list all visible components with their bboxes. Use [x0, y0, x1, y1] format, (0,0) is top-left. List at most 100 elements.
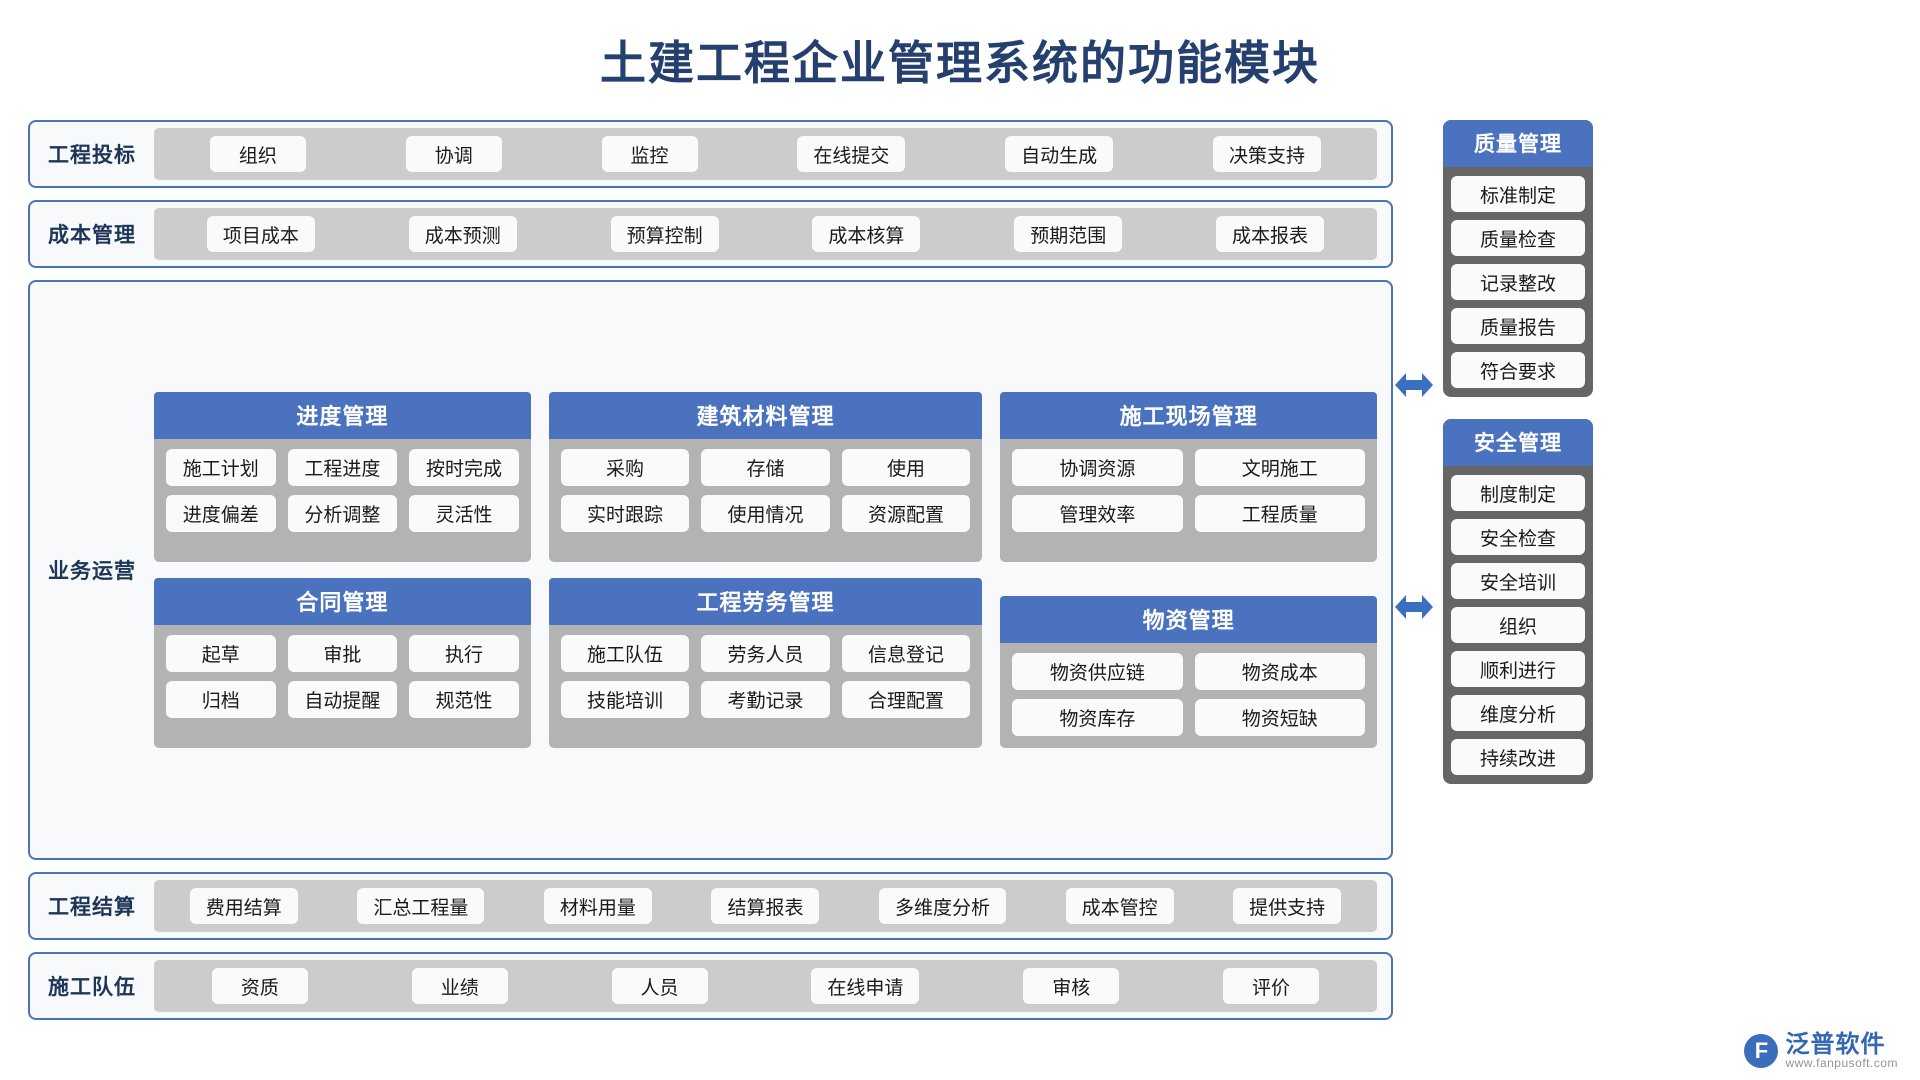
module-contract-row-0: 起草 审批 执行 [166, 635, 519, 672]
pill-team-1[interactable]: 业绩 [411, 968, 508, 1004]
mpill-schedule-0-1[interactable]: 工程进度 [287, 449, 398, 486]
mpill-supplies-1-1[interactable]: 物资短缺 [1194, 699, 1365, 736]
pill-settlement-2[interactable]: 材料用量 [543, 888, 652, 924]
mpill-materials-1-0[interactable]: 实时跟踪 [560, 495, 690, 532]
pill-team-0[interactable]: 资质 [211, 968, 308, 1004]
mpill-contract-1-0[interactable]: 归档 [166, 681, 276, 718]
module-materials-row-0: 采购 存储 使用 [560, 449, 971, 486]
module-labor-row-0: 施工队伍 劳务人员 信息登记 [560, 635, 971, 672]
mpill-schedule-1-2[interactable]: 灵活性 [409, 495, 519, 532]
sidebar-item-quality-2[interactable]: 记录整改 [1451, 264, 1585, 300]
sidebar-panel-safety: 安全管理 制度制定 安全检查 安全培训 组织 顺利进行 维度分析 持续改进 [1443, 419, 1593, 784]
connector-column [1393, 120, 1435, 1020]
mpill-contract-1-2[interactable]: 规范性 [409, 681, 519, 718]
mpill-materials-0-1[interactable]: 存储 [701, 449, 830, 486]
mpill-site-1-0[interactable]: 管理效率 [1012, 495, 1183, 532]
pill-cost-2[interactable]: 预算控制 [610, 216, 719, 252]
sidebar-item-safety-3[interactable]: 组织 [1451, 607, 1585, 643]
module-site-row-1: 管理效率 工程质量 [1012, 495, 1365, 532]
mpill-contract-0-1[interactable]: 审批 [287, 635, 398, 672]
pill-cost-4[interactable]: 预期范围 [1014, 216, 1123, 252]
sidebar-item-quality-4[interactable]: 符合要求 [1451, 352, 1585, 388]
section-business-operations: 业务运营 进度管理 施工计划 工程进度 按时完成 进度偏差 [28, 280, 1393, 860]
mpill-labor-1-2[interactable]: 合理配置 [841, 681, 971, 718]
mpill-site-0-0[interactable]: 协调资源 [1012, 449, 1183, 486]
pill-team-2[interactable]: 人员 [611, 968, 708, 1004]
row-bidding: 工程投标 组织 协调 监控 在线提交 自动生成 决策支持 [28, 120, 1393, 188]
module-materials-title: 建筑材料管理 [548, 392, 983, 439]
watermark-logo: F 泛普软件 www.fanpusoft.com [1744, 1032, 1898, 1070]
pill-bidding-3[interactable]: 在线提交 [797, 136, 906, 172]
pill-bidding-0[interactable]: 组织 [209, 136, 306, 172]
module-schedule-body: 施工计划 工程进度 按时完成 进度偏差 分析调整 灵活性 [154, 439, 531, 562]
row-settlement: 工程结算 费用结算 汇总工程量 材料用量 结算报表 多维度分析 成本管控 提供支… [28, 872, 1393, 940]
sidebar-item-safety-4[interactable]: 顺利进行 [1451, 651, 1585, 687]
mpill-labor-1-0[interactable]: 技能培训 [560, 681, 690, 718]
pill-settlement-0[interactable]: 费用结算 [189, 888, 298, 924]
mpill-site-0-1[interactable]: 文明施工 [1194, 449, 1365, 486]
module-site-title: 施工现场管理 [1000, 392, 1377, 439]
sidebar-item-safety-5[interactable]: 维度分析 [1451, 695, 1585, 731]
pill-settlement-4[interactable]: 多维度分析 [879, 888, 1007, 924]
mpill-schedule-1-0[interactable]: 进度偏差 [166, 495, 276, 532]
mpill-schedule-1-1[interactable]: 分析调整 [287, 495, 398, 532]
mpill-contract-1-1[interactable]: 自动提醒 [287, 681, 398, 718]
sidebar-item-quality-0[interactable]: 标准制定 [1451, 176, 1585, 212]
sidebar-item-safety-6[interactable]: 持续改进 [1451, 739, 1585, 775]
pill-cost-0[interactable]: 项目成本 [206, 216, 315, 252]
pill-bidding-4[interactable]: 自动生成 [1005, 136, 1114, 172]
mpill-schedule-0-2[interactable]: 按时完成 [409, 449, 519, 486]
module-schedule-title: 进度管理 [154, 392, 531, 439]
row-cost: 成本管理 项目成本 成本预测 预算控制 成本核算 预期范围 成本报表 [28, 200, 1393, 268]
sidebar-panel-quality-body: 标准制定 质量检查 记录整改 质量报告 符合要求 [1443, 167, 1593, 388]
module-schedule: 进度管理 施工计划 工程进度 按时完成 进度偏差 分析调整 灵活性 [154, 392, 531, 562]
pill-cost-1[interactable]: 成本预测 [408, 216, 517, 252]
mpill-labor-0-0[interactable]: 施工队伍 [560, 635, 690, 672]
logo-name: 泛普软件 [1785, 1031, 1886, 1059]
safety-link-arrow-icon [1393, 590, 1435, 624]
pill-settlement-6[interactable]: 提供支持 [1233, 888, 1342, 924]
mpill-materials-0-0[interactable]: 采购 [560, 449, 690, 486]
pill-bidding-1[interactable]: 协调 [405, 136, 502, 172]
mpill-contract-0-2[interactable]: 执行 [409, 635, 519, 672]
pill-team-4[interactable]: 审核 [1023, 968, 1120, 1004]
pill-bidding-2[interactable]: 监控 [601, 136, 698, 172]
logo-mark-icon: F [1744, 1034, 1779, 1069]
pill-settlement-1[interactable]: 汇总工程量 [357, 888, 485, 924]
mpill-materials-1-2[interactable]: 资源配置 [841, 495, 971, 532]
sidebar-item-safety-2[interactable]: 安全培训 [1451, 563, 1585, 599]
row-team: 施工队伍 资质 业绩 人员 在线申请 审核 评价 [28, 952, 1393, 1020]
pill-cost-5[interactable]: 成本报表 [1216, 216, 1325, 252]
module-labor-body: 施工队伍 劳务人员 信息登记 技能培训 考勤记录 合理配置 [548, 625, 983, 748]
module-materials-body: 采购 存储 使用 实时跟踪 使用情况 资源配置 [548, 439, 983, 562]
pill-cost-3[interactable]: 成本核算 [812, 216, 921, 252]
pill-team-3[interactable]: 在线申请 [811, 968, 920, 1004]
mpill-labor-0-1[interactable]: 劳务人员 [701, 635, 830, 672]
sidebar-item-quality-1[interactable]: 质量检查 [1451, 220, 1585, 256]
mpill-contract-0-0[interactable]: 起草 [166, 635, 276, 672]
pill-settlement-3[interactable]: 结算报表 [711, 888, 820, 924]
sidebar-item-safety-0[interactable]: 制度制定 [1451, 475, 1585, 511]
sidebar-item-safety-1[interactable]: 安全检查 [1451, 519, 1585, 555]
mpill-supplies-1-0[interactable]: 物资库存 [1012, 699, 1183, 736]
sidebar: 质量管理 标准制定 质量检查 记录整改 质量报告 符合要求 安全管理 制度制定 … [1443, 120, 1593, 1020]
sidebar-item-quality-3[interactable]: 质量报告 [1451, 308, 1585, 344]
mpill-site-1-1[interactable]: 工程质量 [1194, 495, 1365, 532]
mpill-materials-1-1[interactable]: 使用情况 [701, 495, 830, 532]
sidebar-panel-safety-title: 安全管理 [1443, 419, 1593, 466]
sidebar-panel-quality: 质量管理 标准制定 质量检查 记录整改 质量报告 符合要求 [1443, 120, 1593, 397]
business-modules-grid: 进度管理 施工计划 工程进度 按时完成 进度偏差 分析调整 灵活性 [154, 392, 1377, 748]
pill-team-5[interactable]: 评价 [1223, 968, 1320, 1004]
row-cost-label: 成本管理 [48, 224, 136, 247]
mpill-materials-0-2[interactable]: 使用 [841, 449, 971, 486]
mpill-supplies-0-0[interactable]: 物资供应链 [1012, 653, 1183, 690]
module-supplies-row-0: 物资供应链 物资成本 [1012, 653, 1365, 690]
pill-bidding-5[interactable]: 决策支持 [1213, 136, 1322, 172]
mpill-schedule-0-0[interactable]: 施工计划 [166, 449, 276, 486]
mpill-supplies-0-1[interactable]: 物资成本 [1194, 653, 1365, 690]
mpill-labor-1-1[interactable]: 考勤记录 [701, 681, 830, 718]
module-contract-row-1: 归档 自动提醒 规范性 [166, 681, 519, 718]
mpill-labor-0-2[interactable]: 信息登记 [841, 635, 971, 672]
pill-settlement-5[interactable]: 成本管控 [1065, 888, 1174, 924]
